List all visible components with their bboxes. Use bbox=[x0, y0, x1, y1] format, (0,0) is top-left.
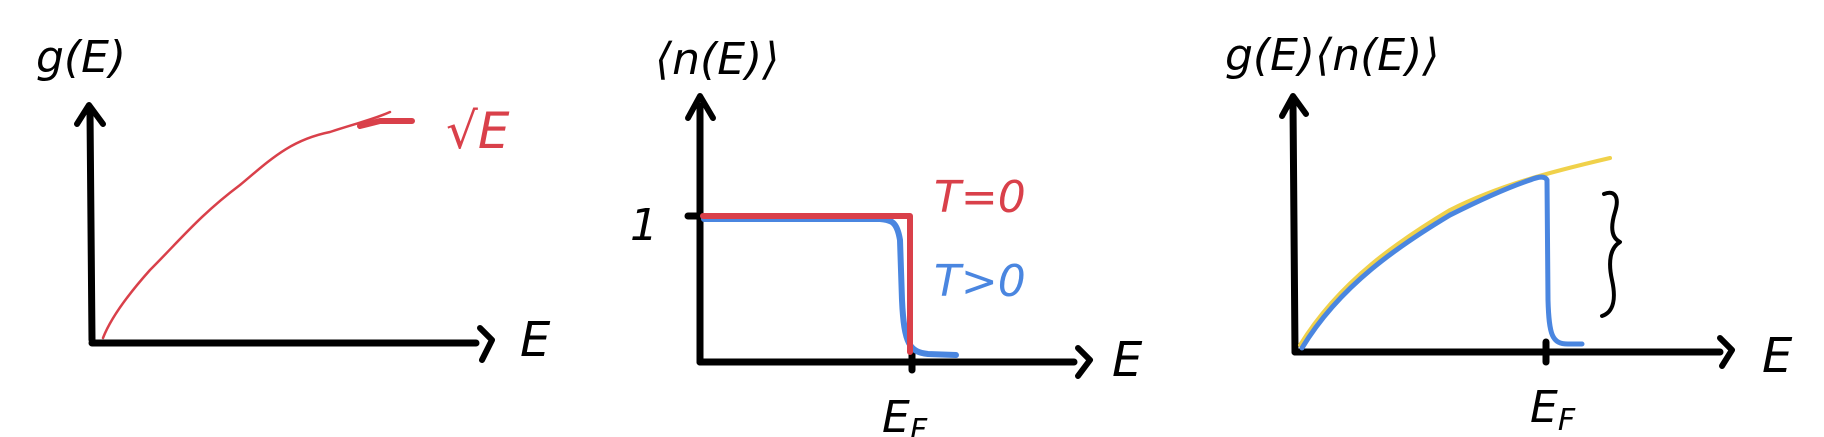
legend-label-t-zero: T=0 bbox=[934, 172, 1026, 223]
legend-label-t-positive: T>0 bbox=[934, 256, 1026, 307]
panel3-y-axis bbox=[1289, 100, 1299, 356]
panel1-ylabel: g(E) bbox=[36, 32, 126, 83]
panel2-xlabel: E bbox=[1112, 332, 1143, 388]
panel1-y-axis bbox=[86, 108, 96, 344]
panel3-x-tick-label: EF bbox=[1530, 382, 1576, 437]
panel1-xlabel: E bbox=[520, 312, 551, 368]
sqrt-curve bbox=[101, 110, 392, 340]
panel-density-of-states: g(E) E √E bbox=[36, 32, 551, 368]
panel-occupation: ⟨n(E)⟩ E 1 EF T=0 T>0 bbox=[630, 34, 1143, 437]
panel1-x-arrowhead bbox=[477, 325, 495, 363]
panel2-y-arrowhead bbox=[685, 93, 716, 121]
panel3-x-arrowhead bbox=[1717, 335, 1735, 369]
panel1-y-arrowhead bbox=[74, 102, 106, 127]
product-curve bbox=[1299, 174, 1585, 351]
density-envelope-curve bbox=[1298, 156, 1612, 347]
legend: T=0 T>0 bbox=[934, 172, 1026, 307]
zero-temperature-step bbox=[700, 213, 913, 355]
sqrt-curve-label: √E bbox=[446, 102, 510, 160]
panel-product: g(E)⟨n(E)⟩ E EF bbox=[1225, 30, 1793, 437]
finite-temperature-curve bbox=[701, 216, 959, 358]
panel3-y-arrowhead bbox=[1279, 93, 1309, 119]
panel2-y-tick-label: 1 bbox=[630, 200, 658, 251]
sqrt-curve-end bbox=[357, 118, 415, 129]
panel2-x-tick-label: EF bbox=[882, 392, 928, 437]
panel2-ylabel: ⟨n(E)⟩ bbox=[655, 34, 779, 85]
brace-annotation bbox=[1600, 190, 1622, 318]
panel2-x-arrowhead bbox=[1075, 345, 1093, 379]
panel3-ylabel: g(E)⟨n(E)⟩ bbox=[1225, 30, 1439, 81]
panel3-xlabel: E bbox=[1762, 328, 1793, 384]
